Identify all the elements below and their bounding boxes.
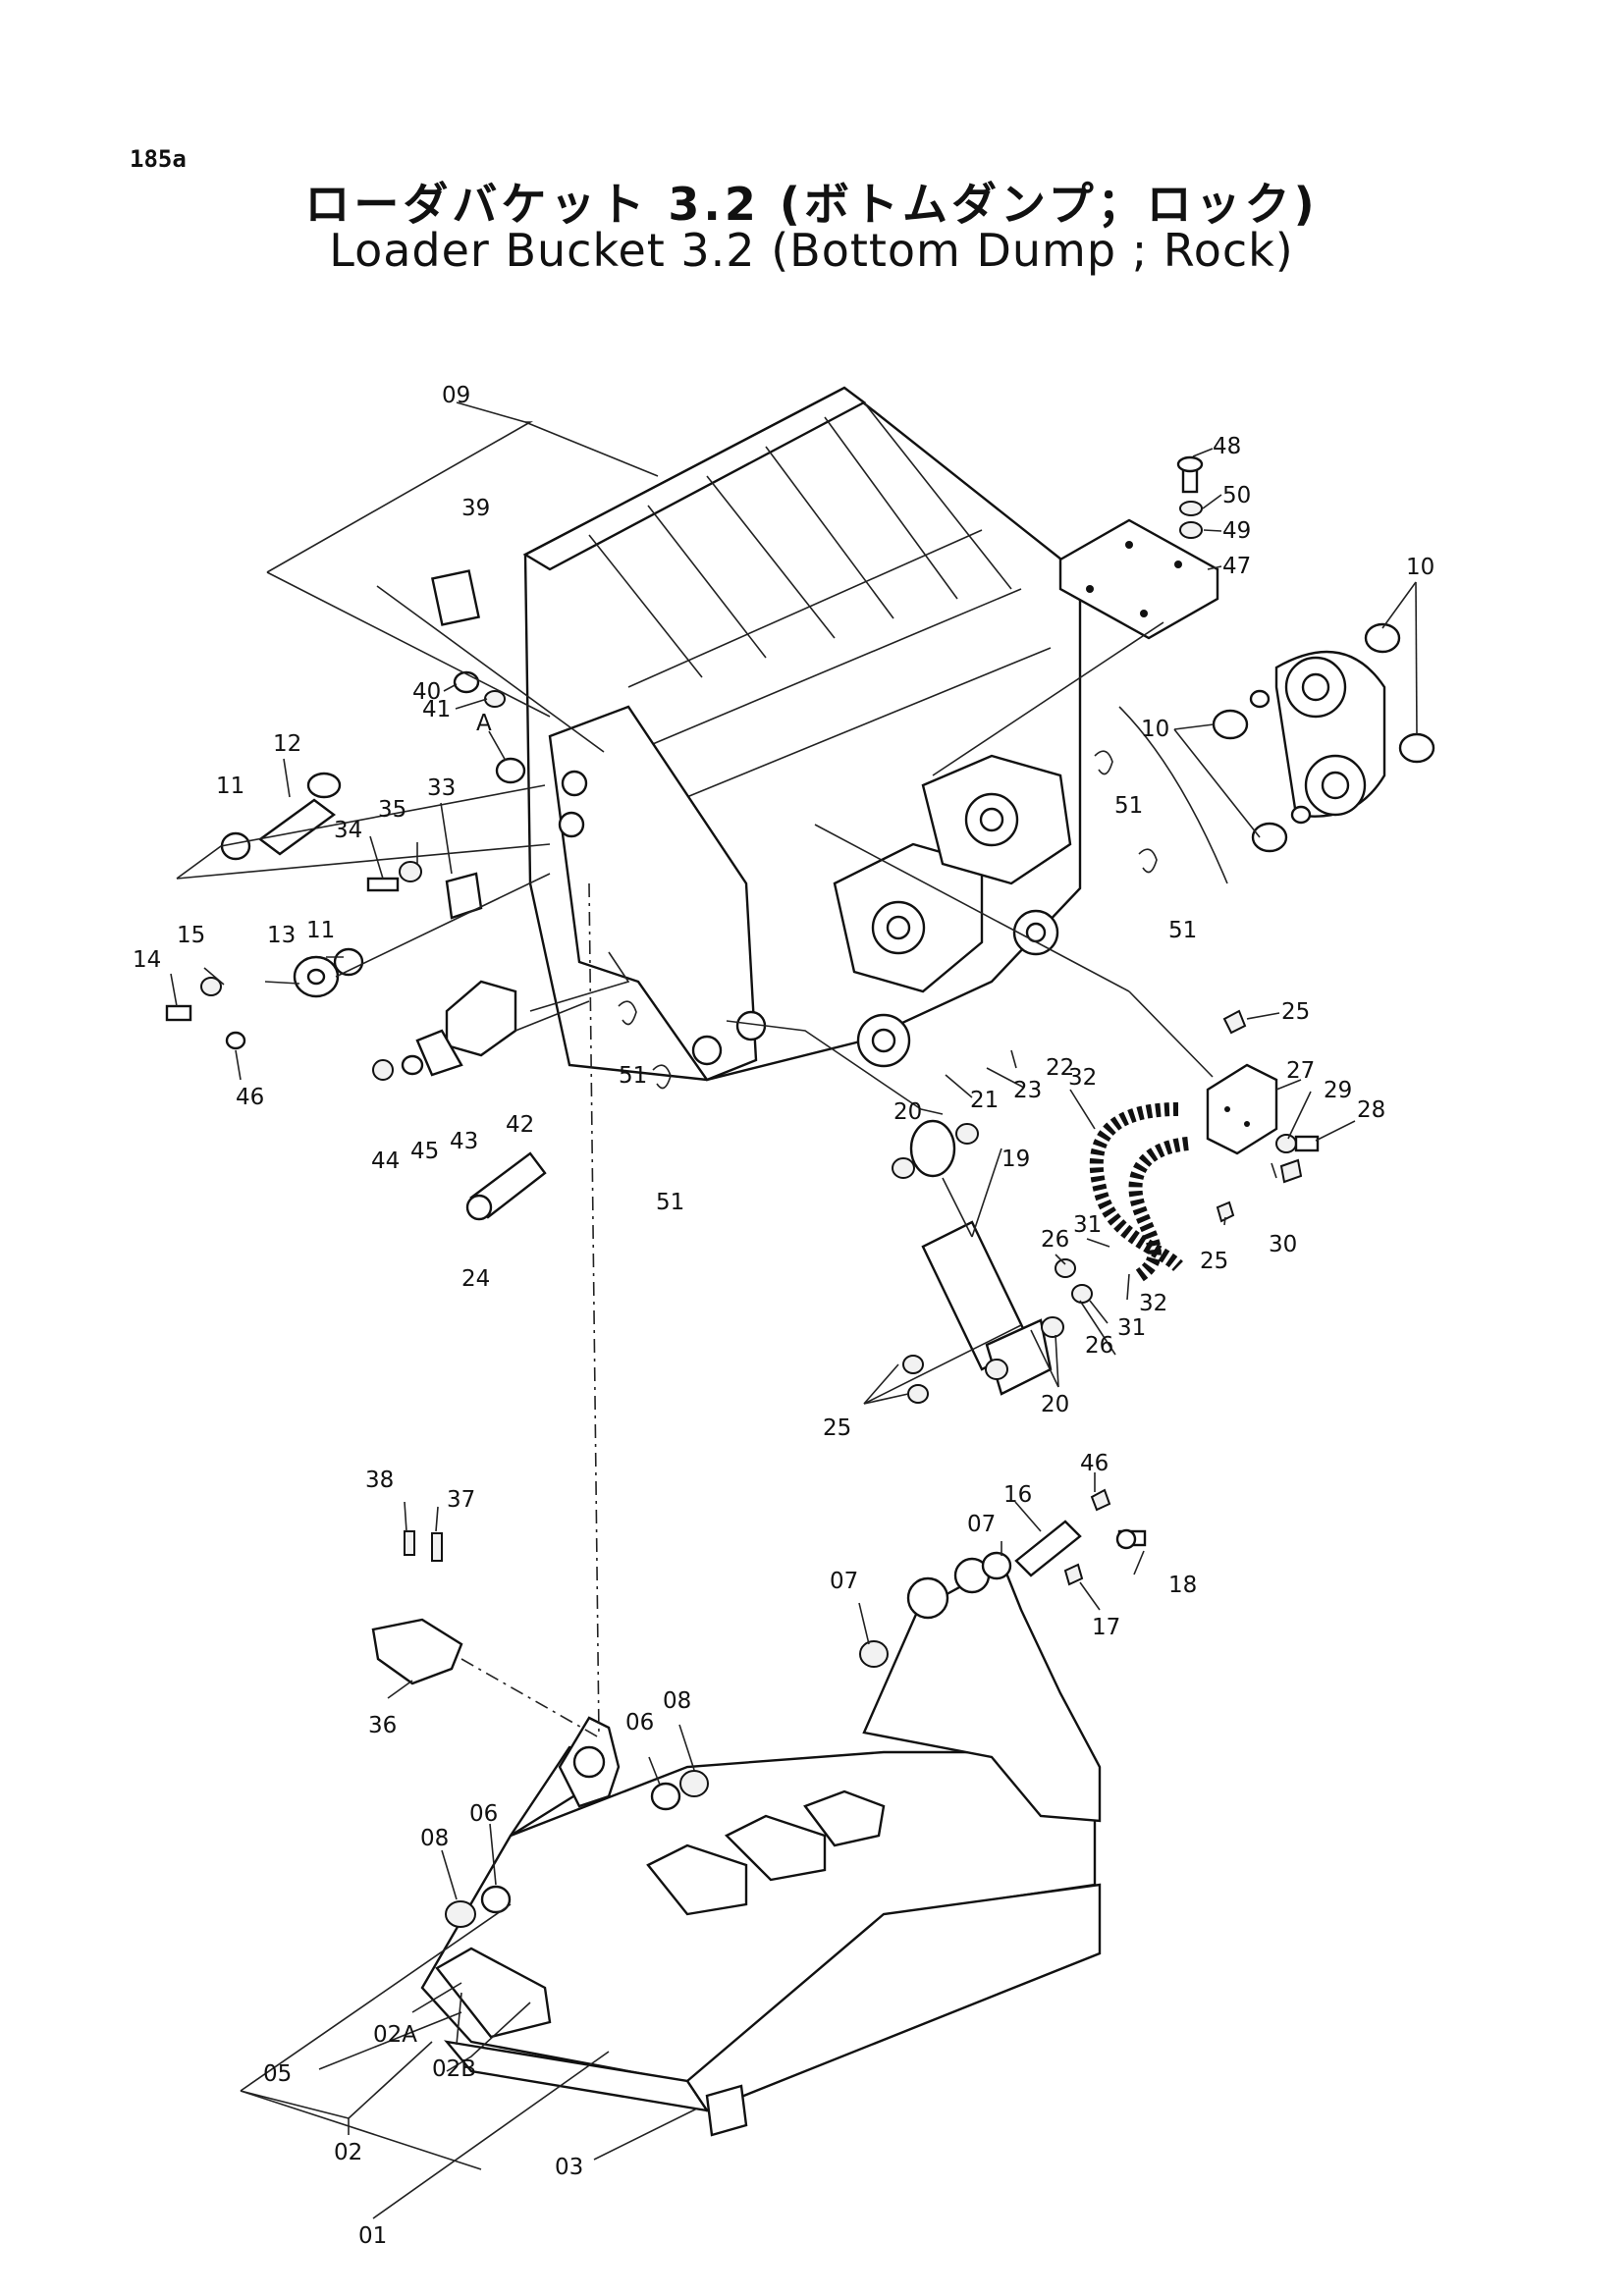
label-49: 49 bbox=[1222, 518, 1251, 544]
label-07-right: 07 bbox=[967, 1512, 996, 1537]
label-38: 38 bbox=[365, 1468, 394, 1493]
label-10-right: 10 bbox=[1406, 555, 1434, 580]
label-25-mid: 25 bbox=[1200, 1249, 1228, 1274]
label-43: 43 bbox=[450, 1129, 478, 1154]
label-19: 19 bbox=[1001, 1147, 1030, 1172]
label-32-upper: 32 bbox=[1068, 1065, 1097, 1091]
title-japanese: ローダバケット 3.2 (ボトムダンプ；ロック) bbox=[304, 178, 1319, 231]
label-39: 39 bbox=[461, 496, 490, 521]
title-english: Loader Bucket 3.2 (Bottom Dump ; Rock) bbox=[329, 224, 1294, 277]
label-23: 23 bbox=[1013, 1078, 1042, 1103]
label-47: 47 bbox=[1222, 554, 1251, 579]
label-51-top: 51 bbox=[1114, 793, 1143, 819]
label-51-right: 51 bbox=[1168, 918, 1197, 943]
label-48: 48 bbox=[1213, 434, 1241, 459]
plate-39-drawing bbox=[431, 569, 480, 626]
label-28: 28 bbox=[1357, 1097, 1385, 1123]
label-20-upper: 20 bbox=[893, 1099, 922, 1125]
label-44: 44 bbox=[371, 1148, 400, 1174]
label-34: 34 bbox=[334, 818, 362, 843]
label-46-lower: 46 bbox=[1080, 1451, 1109, 1476]
label-36: 36 bbox=[368, 1713, 397, 1738]
label-37: 37 bbox=[447, 1487, 475, 1513]
label-20-lower: 20 bbox=[1041, 1392, 1069, 1417]
label-27: 27 bbox=[1286, 1058, 1315, 1084]
label-24: 24 bbox=[461, 1266, 490, 1292]
leader-lines bbox=[170, 401, 1418, 2219]
label-03: 03 bbox=[555, 2155, 583, 2180]
label-26-lower: 26 bbox=[1085, 1333, 1113, 1359]
bucket-body-drawing bbox=[420, 1557, 1102, 2137]
label-31-lower: 31 bbox=[1117, 1315, 1146, 1341]
label-22: 22 bbox=[1046, 1055, 1074, 1081]
label-26-upper: 26 bbox=[1041, 1227, 1069, 1253]
lower-pin-parts-drawing bbox=[445, 1488, 1147, 1928]
label-01: 01 bbox=[358, 2223, 387, 2249]
label-06-left: 06 bbox=[469, 1801, 498, 1827]
label-14: 14 bbox=[133, 947, 161, 973]
label-10-left: 10 bbox=[1141, 717, 1169, 742]
label-45: 45 bbox=[410, 1139, 439, 1164]
label-A: A bbox=[476, 711, 492, 736]
cover-plate-47-drawing bbox=[1058, 455, 1219, 640]
label-31-upper: 31 bbox=[1073, 1212, 1102, 1238]
label-25-top: 25 bbox=[1281, 999, 1310, 1025]
label-29: 29 bbox=[1324, 1078, 1352, 1103]
label-51-lower: 51 bbox=[656, 1190, 684, 1215]
label-02B: 02B bbox=[432, 2056, 476, 2082]
label-17: 17 bbox=[1092, 1615, 1120, 1640]
bucket-shell-drawing bbox=[522, 386, 1082, 1082]
label-51-mid: 51 bbox=[619, 1063, 647, 1089]
label-50: 50 bbox=[1222, 483, 1251, 508]
label-16: 16 bbox=[1003, 1482, 1032, 1508]
label-18: 18 bbox=[1168, 1573, 1197, 1598]
label-33: 33 bbox=[427, 775, 456, 801]
label-09: 09 bbox=[442, 383, 470, 408]
link-plates-drawing bbox=[1118, 622, 1435, 884]
label-06-right: 06 bbox=[625, 1710, 654, 1735]
label-11-upper: 11 bbox=[216, 774, 244, 799]
label-07-left: 07 bbox=[830, 1569, 858, 1594]
label-05: 05 bbox=[263, 2061, 292, 2087]
lug-plates bbox=[833, 754, 1072, 1068]
label-41: 41 bbox=[422, 697, 451, 722]
label-08-right: 08 bbox=[663, 1688, 691, 1714]
label-42: 42 bbox=[506, 1112, 534, 1138]
label-02: 02 bbox=[334, 2140, 362, 2165]
pin-24-drawing bbox=[465, 1151, 547, 1221]
page-number: 185a bbox=[130, 145, 187, 173]
label-25-lower: 25 bbox=[823, 1415, 851, 1441]
label-12: 12 bbox=[273, 731, 301, 757]
tooth-36-drawing bbox=[371, 1530, 463, 1685]
label-13: 13 bbox=[267, 923, 296, 948]
label-30: 30 bbox=[1269, 1232, 1297, 1257]
valve-block-27-drawing bbox=[1055, 1009, 1320, 1304]
label-11-lower: 11 bbox=[306, 918, 335, 943]
label-02A: 02A bbox=[373, 2022, 417, 2048]
label-32-lower: 32 bbox=[1139, 1291, 1167, 1316]
label-15: 15 bbox=[177, 923, 205, 948]
cylinder-19-drawing bbox=[892, 1119, 1064, 1404]
label-08-left: 08 bbox=[420, 1826, 449, 1851]
label-35: 35 bbox=[378, 797, 406, 823]
label-46-upper: 46 bbox=[236, 1085, 264, 1110]
label-21: 21 bbox=[970, 1088, 999, 1113]
label-40: 40 bbox=[412, 679, 441, 705]
part-labels: 09 39 48 50 49 47 10 10 40 41 A 12 11 33… bbox=[133, 383, 1434, 2249]
